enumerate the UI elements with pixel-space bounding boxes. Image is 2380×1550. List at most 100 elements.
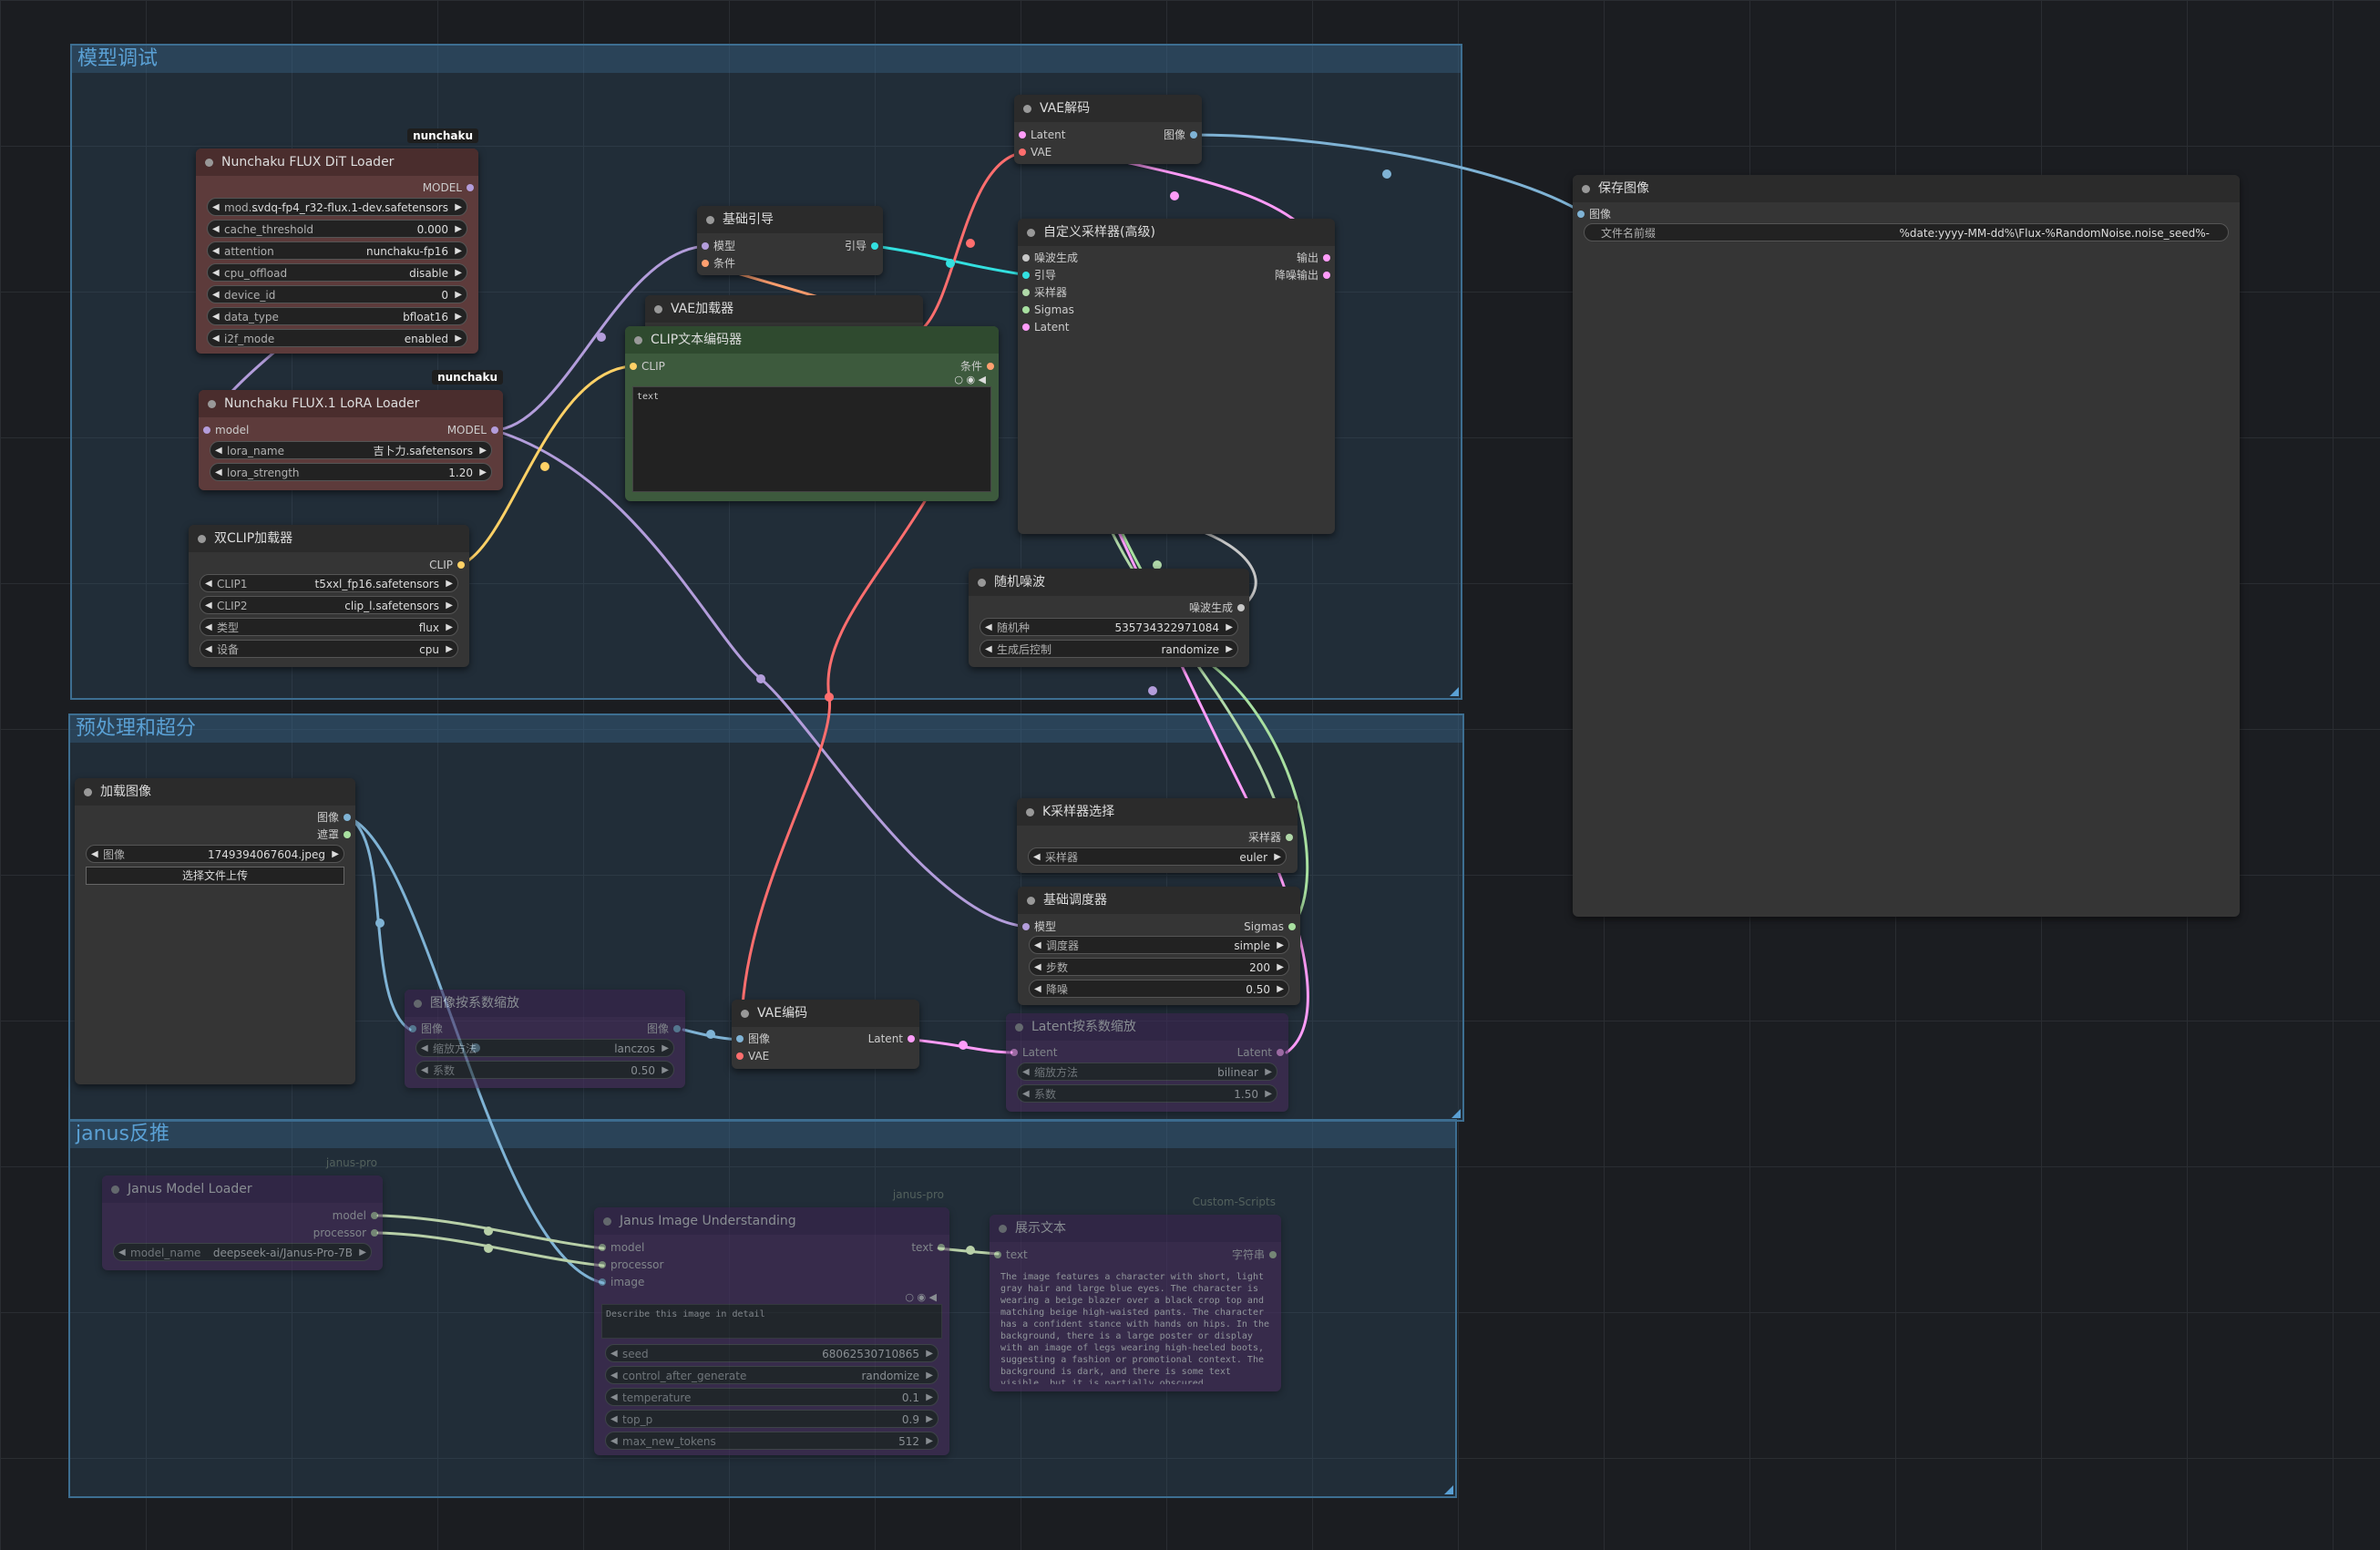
input-image[interactable]: 图像 <box>732 1031 770 1047</box>
arrow-left-icon[interactable]: ◀ <box>212 246 220 256</box>
input-conditioning[interactable]: 条件 <box>697 255 735 272</box>
output-latent[interactable]: Latent <box>868 1031 919 1047</box>
input-dot-icon[interactable] <box>630 363 637 370</box>
arrow-right-icon[interactable]: ▶ <box>926 1370 933 1381</box>
group-title[interactable]: 模型调试 <box>72 46 1461 73</box>
output-dot-icon[interactable] <box>1269 1251 1277 1258</box>
input-vae[interactable]: VAE <box>1014 144 1052 160</box>
arrow-left-icon[interactable]: ◀ <box>212 334 220 344</box>
input-dot-icon[interactable] <box>1022 254 1030 262</box>
collapse-dot-icon[interactable] <box>205 159 213 167</box>
resize-handle-icon[interactable] <box>1450 687 1459 696</box>
arrow-left-icon[interactable]: ◀ <box>610 1414 618 1424</box>
reroute-dot[interactable] <box>484 1227 493 1236</box>
input-processor[interactable]: processor <box>594 1257 663 1273</box>
input-dot-icon[interactable] <box>1022 323 1030 331</box>
reroute-dot[interactable] <box>1170 191 1179 200</box>
node-vae-loader[interactable]: VAE加载器 <box>645 295 923 332</box>
arrow-right-icon[interactable]: ▶ <box>926 1392 933 1402</box>
collapse-dot-icon[interactable] <box>1582 185 1590 193</box>
output-dot-icon[interactable] <box>1190 131 1197 139</box>
output-dot-icon[interactable] <box>457 561 465 569</box>
node-save-image[interactable]: 保存图像 图像 文件名前缀%date:yyyy-MM-dd%\Flux-%Ran… <box>1573 175 2240 917</box>
input-dot-icon[interactable] <box>409 1025 416 1032</box>
input-sampler[interactable]: 采样器 <box>1018 284 1067 301</box>
collapse-dot-icon[interactable] <box>111 1186 119 1194</box>
node-show-text[interactable]: Custom-Scripts 展示文本 text 字符串 The image f… <box>990 1196 1281 1391</box>
output-model[interactable]: model <box>333 1207 383 1224</box>
collapse-dot-icon[interactable] <box>999 1225 1007 1233</box>
node-vae-decode[interactable]: VAE解码 Latent 图像 VAE <box>1014 95 1202 164</box>
node-title[interactable]: Janus Model Loader <box>102 1175 383 1203</box>
node-title[interactable]: 自定义采样器(高级) <box>1018 219 1335 246</box>
arrow-right-icon[interactable]: ▶ <box>446 600 453 611</box>
output-image[interactable]: 图像 <box>1164 127 1202 143</box>
input-dot-icon[interactable] <box>599 1278 606 1286</box>
output-image[interactable]: 图像 <box>647 1021 685 1037</box>
arrow-right-icon[interactable]: ▶ <box>446 579 453 589</box>
resize-handle-icon[interactable] <box>1444 1485 1453 1494</box>
arrow-right-icon[interactable]: ▶ <box>1277 984 1284 994</box>
arrow-left-icon[interactable]: ◀ <box>1022 1067 1030 1077</box>
input-dot-icon[interactable] <box>736 1035 744 1042</box>
output-dot-icon[interactable] <box>371 1212 378 1219</box>
output-dot-icon[interactable] <box>871 242 878 250</box>
node-title[interactable]: CLIP文本编码器 <box>625 326 999 354</box>
input-dot-icon[interactable] <box>702 242 709 250</box>
reroute-dot[interactable] <box>966 239 975 248</box>
node-title[interactable]: 加载图像 <box>75 778 355 806</box>
group-title[interactable]: 预处理和超分 <box>70 715 1462 743</box>
reroute-dot[interactable] <box>1382 169 1391 179</box>
input-dot-icon[interactable] <box>599 1261 606 1268</box>
output-dot-icon[interactable] <box>987 363 994 370</box>
arrow-left-icon[interactable]: ◀ <box>212 312 220 322</box>
input-model[interactable]: model <box>199 422 249 438</box>
arrow-right-icon[interactable]: ▶ <box>662 1043 669 1053</box>
arrow-right-icon[interactable]: ▶ <box>455 246 462 256</box>
arrow-left-icon[interactable]: ◀ <box>205 600 212 611</box>
arrow-right-icon[interactable]: ▶ <box>479 446 487 456</box>
collapse-dot-icon[interactable] <box>634 336 642 344</box>
node-title[interactable]: VAE编码 <box>732 1000 919 1027</box>
node-clip-text-encoder[interactable]: CLIP文本编码器 CLIP 条件 ○ ◉ ◀ text <box>625 326 999 501</box>
input-dot-icon[interactable] <box>203 426 210 434</box>
arrow-right-icon[interactable]: ▶ <box>1277 962 1284 972</box>
collapse-dot-icon[interactable] <box>1015 1023 1023 1032</box>
upload-button[interactable]: 选择文件上传 <box>86 867 344 885</box>
node-janus-model-loader[interactable]: janus-pro Janus Model Loader model proce… <box>102 1156 383 1270</box>
output-sampler[interactable]: 采样器 <box>1248 829 1298 846</box>
arrow-right-icon[interactable]: ▶ <box>479 467 487 477</box>
input-image[interactable]: 图像 <box>405 1021 443 1037</box>
output-sigmas[interactable]: Sigmas <box>1244 919 1300 935</box>
output-dot-icon[interactable] <box>344 814 351 821</box>
input-latent[interactable]: Latent <box>1014 127 1065 143</box>
arrow-left-icon[interactable]: ◀ <box>215 467 222 477</box>
arrow-left-icon[interactable]: ◀ <box>1034 940 1041 950</box>
reroute-dot[interactable] <box>1148 686 1157 695</box>
node-dit-loader[interactable]: nunchaku Nunchaku FLUX DiT Loader MODEL … <box>196 128 478 354</box>
reroute-dot[interactable] <box>1153 560 1162 570</box>
reroute-dot[interactable] <box>375 919 385 928</box>
arrow-left-icon[interactable]: ◀ <box>610 1349 618 1359</box>
output-denoised[interactable]: 降噪输出 <box>1275 267 1335 283</box>
node-title[interactable]: VAE解码 <box>1014 95 1202 122</box>
arrow-right-icon[interactable]: ▶ <box>1265 1089 1272 1099</box>
input-dot-icon[interactable] <box>1577 210 1585 218</box>
arrow-left-icon[interactable]: ◀ <box>610 1436 618 1446</box>
arrow-right-icon[interactable]: ▶ <box>926 1349 933 1359</box>
output-dot-icon[interactable] <box>344 831 351 838</box>
node-custom-sampler[interactable]: 自定义采样器(高级) 噪波生成 输出 引导 降噪输出 采样器 Sigmas La… <box>1018 219 1335 534</box>
